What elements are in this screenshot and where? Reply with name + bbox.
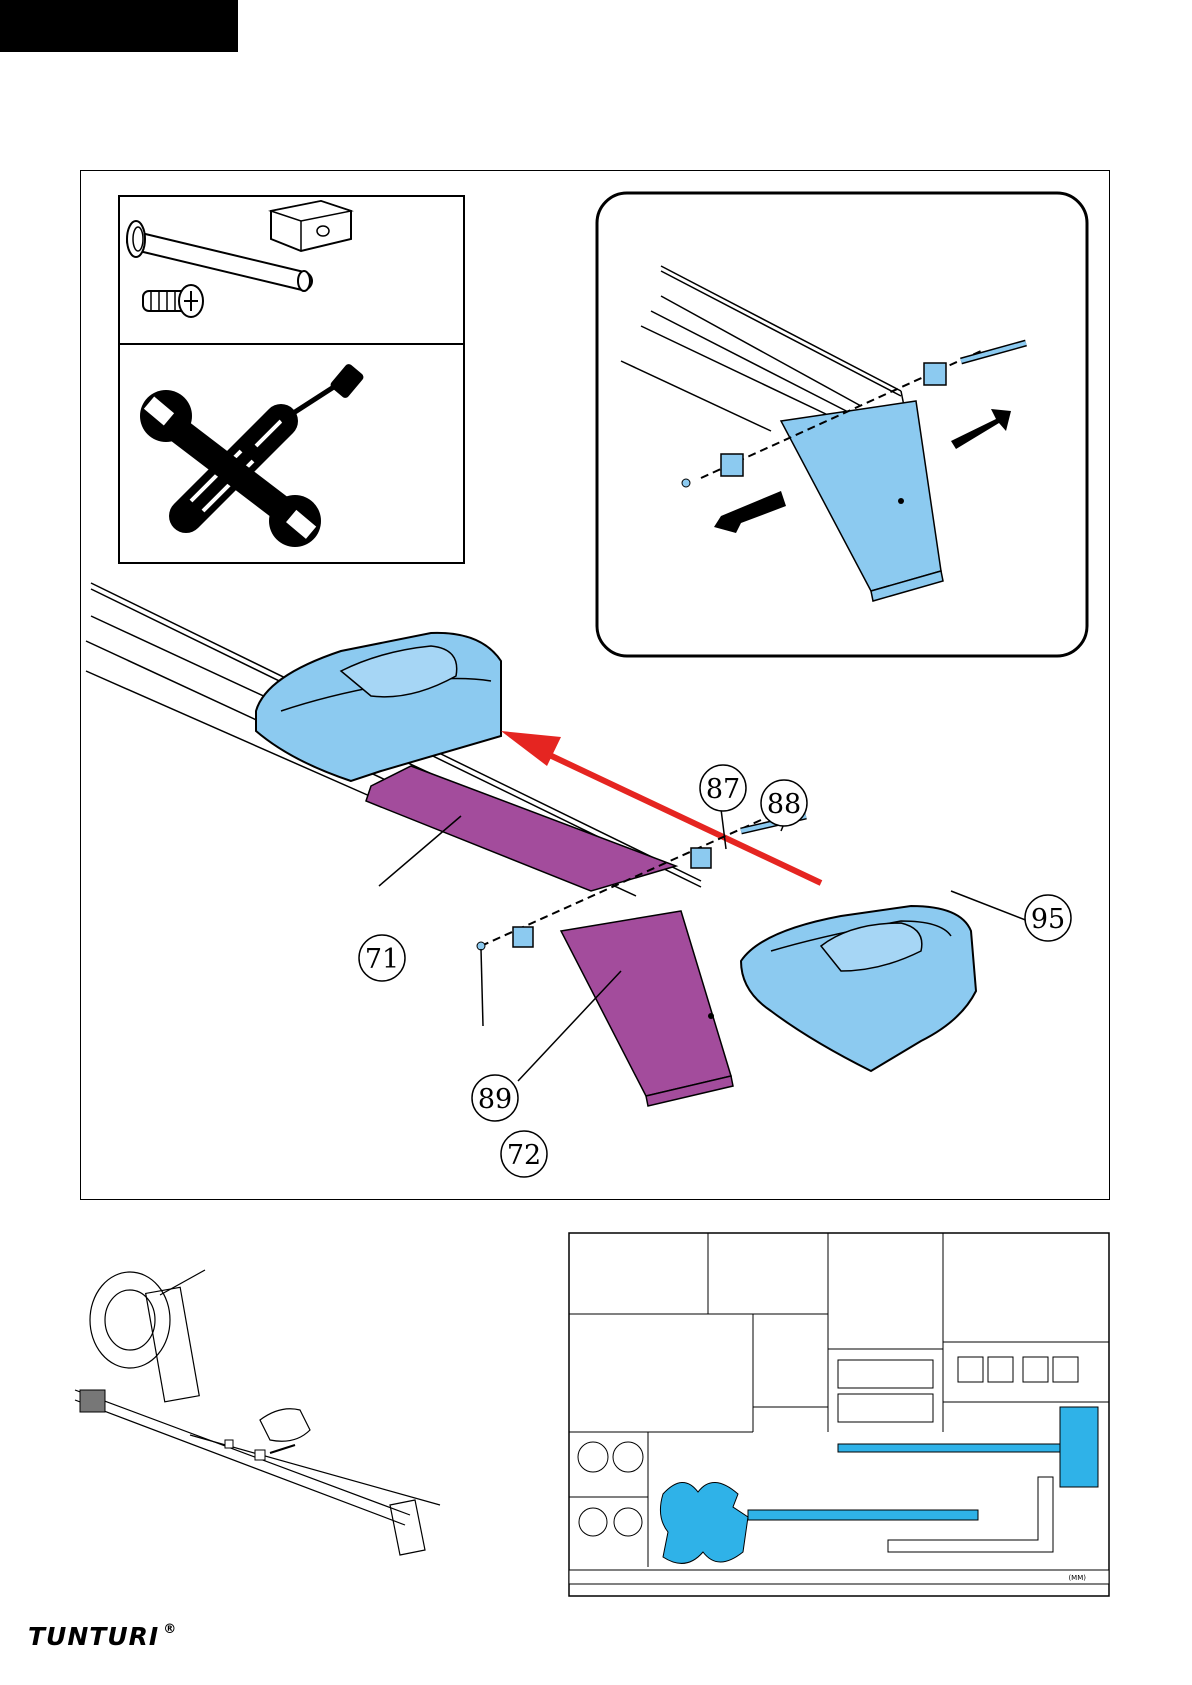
brand-registered-mark: ® xyxy=(163,1622,177,1637)
nut-87 xyxy=(691,848,711,868)
nut-87b xyxy=(513,927,533,947)
frame-part-71 xyxy=(366,766,676,891)
callout-95: 95 xyxy=(1031,904,1065,935)
callout-89: 89 xyxy=(478,1084,512,1115)
callout-87: 87 xyxy=(706,774,740,805)
cover-installed xyxy=(256,633,501,781)
parts-box xyxy=(119,196,464,563)
detail-inset xyxy=(597,193,1087,656)
hardware-chart: (MM) xyxy=(568,1232,1110,1597)
brand-logo: TUNTURI ® xyxy=(28,1622,177,1651)
leg-part-72 xyxy=(561,911,731,1096)
callout-71: 71 xyxy=(365,944,399,975)
header-bar xyxy=(0,0,238,52)
ruler-unit: (MM) xyxy=(1068,1574,1086,1582)
assembly-illustration: 71 87 88 89 72 95 xyxy=(81,171,1111,1201)
callout-88: 88 xyxy=(767,789,801,820)
cover-part-95 xyxy=(741,906,976,1071)
brand-name: TUNTURI xyxy=(28,1622,159,1651)
overview-illustration xyxy=(70,1255,490,1575)
assembly-step-frame: 71 87 88 89 72 95 xyxy=(80,170,1110,1200)
callout-72: 72 xyxy=(507,1140,541,1171)
